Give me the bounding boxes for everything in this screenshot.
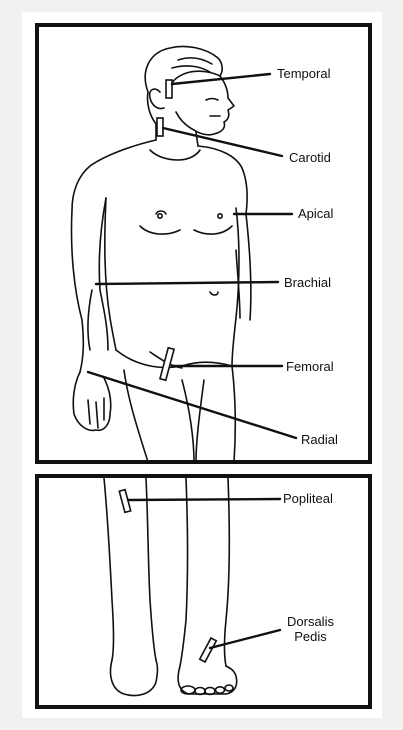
dorsalis-pedis-label-line1: Dorsalis — [287, 614, 334, 629]
carotid-label: Carotid — [289, 150, 331, 165]
lower-legs-panel — [37, 476, 370, 707]
upper-body-panel — [37, 25, 370, 462]
dorsalis-pedis-label-line2: Pedis — [287, 629, 334, 644]
temporal-label: Temporal — [277, 66, 330, 81]
temporal-marker — [166, 80, 172, 98]
brachial-label: Brachial — [284, 275, 331, 290]
femoral-label: Femoral — [286, 359, 334, 374]
radial-label: Radial — [301, 432, 338, 447]
dorsalis-pedis-label: Dorsalis Pedis — [287, 614, 334, 644]
popliteal-leader — [128, 499, 280, 500]
popliteal-label: Popliteal — [283, 491, 333, 506]
apical-label: Apical — [298, 206, 333, 221]
carotid-marker — [157, 118, 163, 136]
